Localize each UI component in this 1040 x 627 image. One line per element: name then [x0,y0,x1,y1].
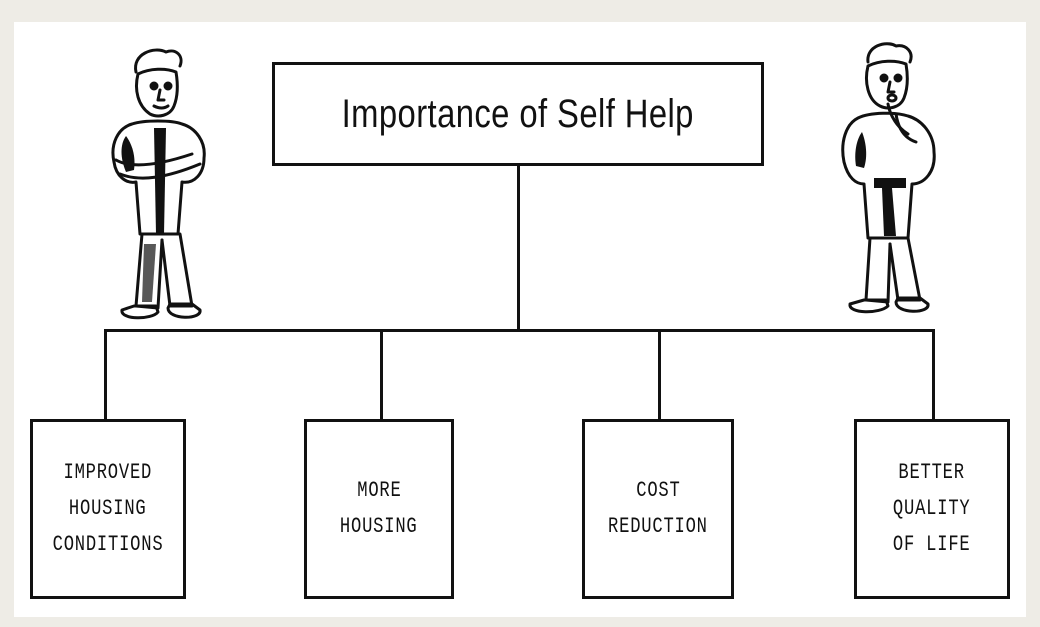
branch-connector-3 [658,329,661,421]
man-with-folded-arms-icon [111,48,206,320]
benefit-line: CONDITIONS [52,532,164,557]
benefit-line: BETTER [898,460,966,485]
branch-connector-2 [380,329,383,421]
branch-connector-4 [932,329,935,421]
diagram-title: Importance of Self Help [341,91,695,136]
benefit-line: REDUCTION [608,514,708,539]
benefit-box-improved-housing-conditions: IMPROVED HOUSING CONDITIONS [30,419,186,599]
trunk-connector [517,166,520,330]
title-box: Importance of Self Help [272,62,764,166]
benefit-line: IMPROVED [63,460,153,485]
horizontal-connector [104,329,935,332]
benefit-box-better-quality-of-life: BETTER QUALITY OF LIFE [854,419,1010,599]
benefit-line: COST [635,478,681,503]
benefit-line: OF LIFE [893,532,971,557]
diagram-canvas: Importance of Self Help IMPROVED HOUSING… [14,22,1026,617]
benefit-line: HOUSING [340,514,418,539]
benefit-line: QUALITY [893,496,971,521]
benefit-box-more-housing: MORE HOUSING [304,419,454,599]
benefit-line: HOUSING [69,496,147,521]
branch-connector-1 [104,329,107,421]
benefit-line: MORE [356,478,402,503]
benefit-box-cost-reduction: COST REDUCTION [582,419,734,599]
man-holding-chin-icon [841,42,936,314]
